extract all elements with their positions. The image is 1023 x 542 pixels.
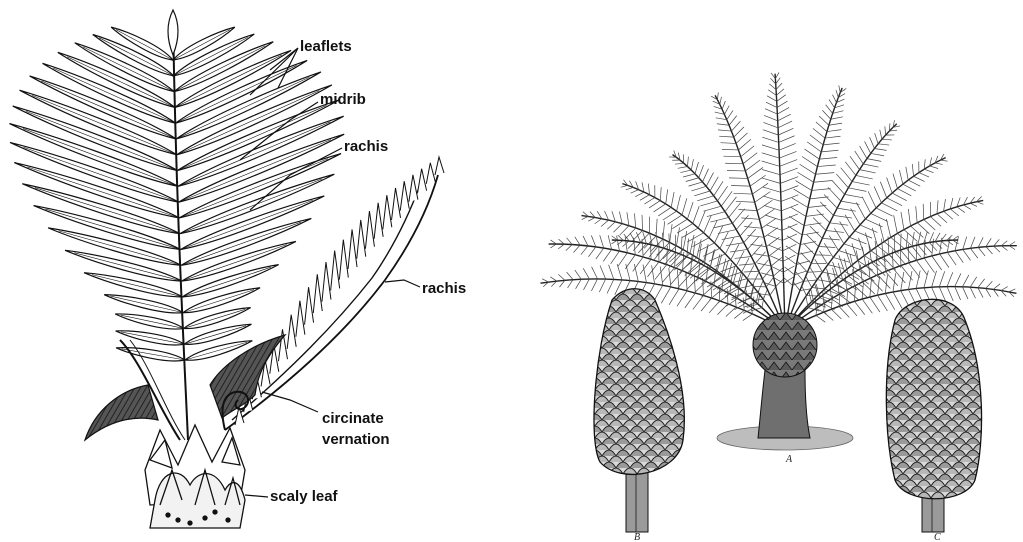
- label-scaly-leaf: scaly leaf: [270, 488, 339, 505]
- left-cone: [594, 289, 684, 532]
- folded-leaflet: [392, 188, 401, 220]
- folded-leaflet: [313, 274, 322, 313]
- folded-leaflet: [357, 220, 366, 259]
- folded-leaflet: [400, 181, 409, 210]
- folded-leaflet: [374, 203, 383, 239]
- label-circinate: circinate: [322, 410, 384, 427]
- label-vernation: vernation: [322, 431, 390, 448]
- folded-leaflet: [409, 175, 418, 202]
- folded-leaflet: [322, 262, 331, 302]
- folded-leaflet: [435, 157, 444, 175]
- label-rachis-lower: rachis: [422, 280, 466, 297]
- folded-leaflet: [296, 301, 305, 337]
- cycad-illustration: A B C: [540, 72, 1016, 542]
- right-cone: [886, 299, 981, 532]
- label-rachis-upper: rachis: [344, 138, 388, 155]
- folded-leaflet: [383, 195, 392, 229]
- folded-leaflet: [418, 169, 427, 193]
- labelled-leaf-diagram: leaflets midrib rachis rachis circinate …: [8, 10, 466, 528]
- folded-leaflet: [305, 287, 314, 325]
- plate-letter-a: A: [785, 454, 793, 465]
- plate-letter-c: C: [934, 532, 941, 542]
- folded-leaflet: [331, 251, 340, 291]
- label-leaflets: leaflets: [300, 38, 352, 55]
- folded-leaflet: [287, 315, 296, 349]
- frond-crown: [540, 72, 1016, 330]
- tree-trunk: [758, 370, 810, 438]
- label-midrib: midrib: [320, 91, 366, 108]
- scaly-base: [145, 425, 245, 528]
- young-leaf: [225, 157, 444, 430]
- dark-leaf-left: [85, 385, 158, 440]
- folded-leaflet: [339, 240, 348, 280]
- folded-leaflet: [365, 211, 374, 249]
- plate-letter-b: B: [634, 532, 640, 542]
- trunk-crown-scales: [753, 313, 817, 377]
- folded-leaflet: [348, 229, 357, 269]
- folded-leaflet: [426, 163, 435, 184]
